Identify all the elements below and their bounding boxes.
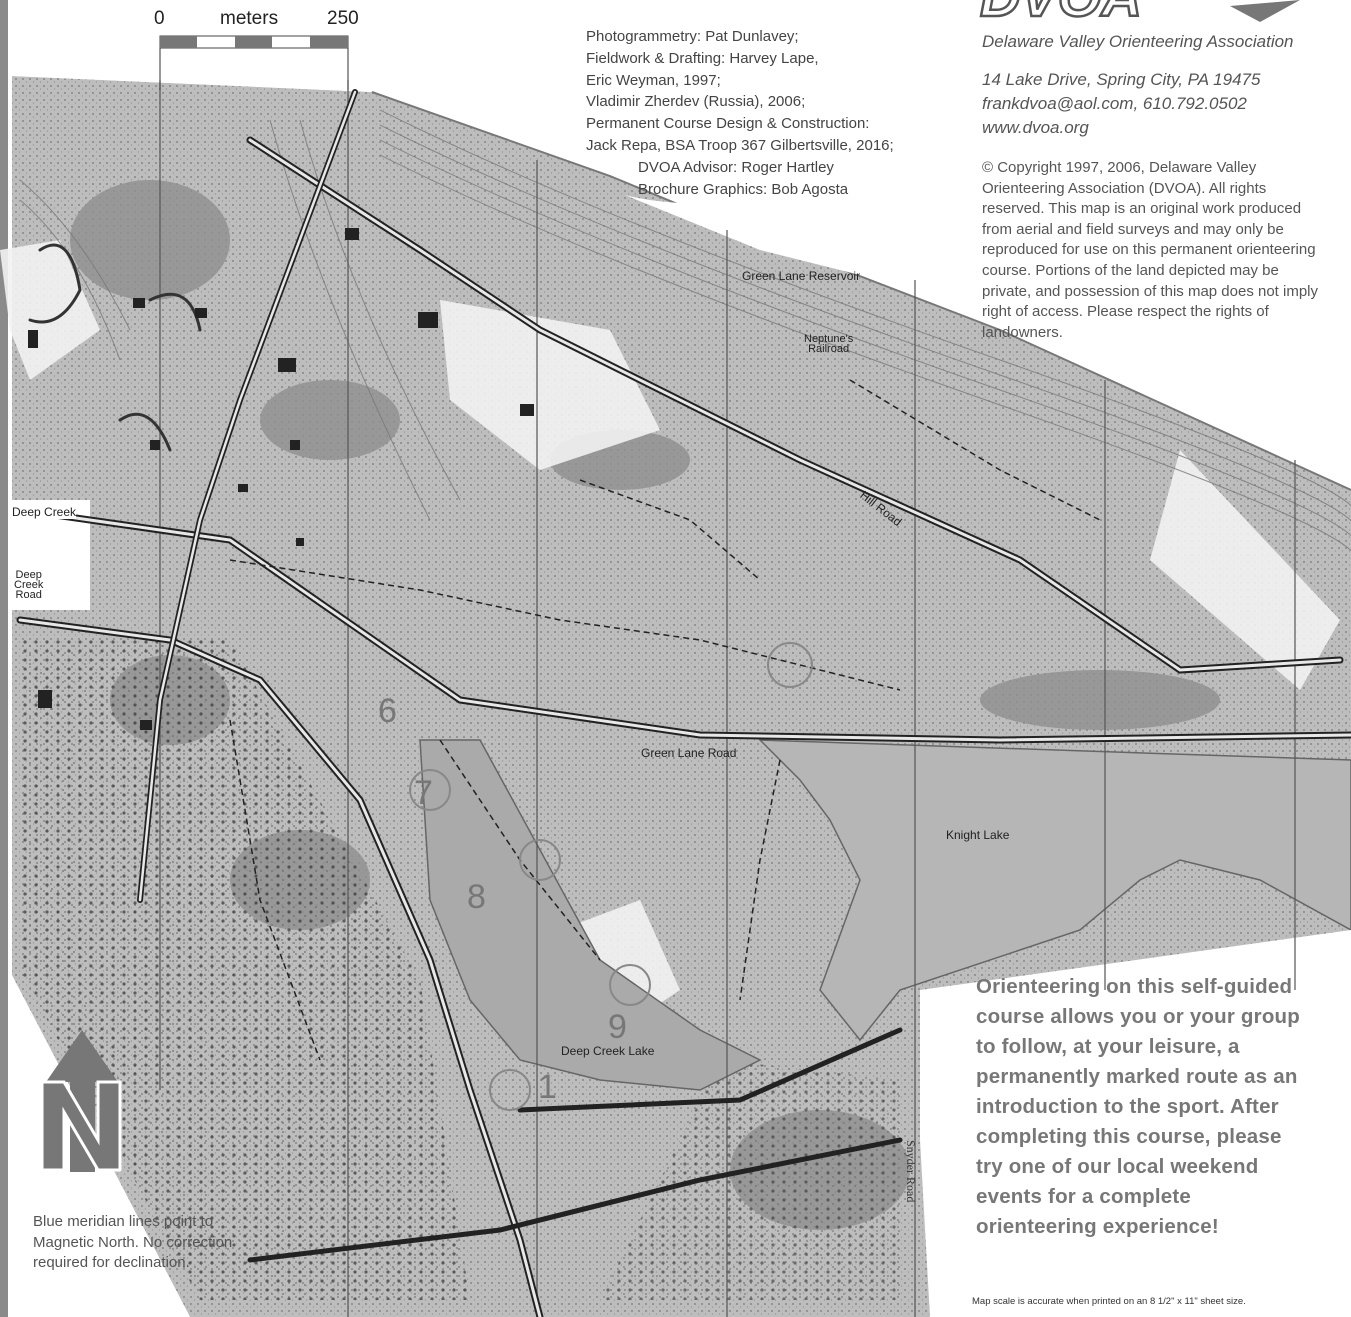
credit-line: Vladimir Zherdev (Russia), 2006; xyxy=(586,93,806,111)
label-deep-creek: Deep Creek xyxy=(12,505,77,519)
label-knight-lake: Knight Lake xyxy=(946,828,1010,842)
snyder-road xyxy=(517,1027,903,1113)
label-deep-creek-road-line3: Road xyxy=(15,589,42,601)
label-deep-creek-lake: Deep Creek Lake xyxy=(561,1044,655,1058)
meridian-note: Blue meridian lines point to Magnetic No… xyxy=(33,1213,233,1271)
organization-email-phone: frankdvoa@aol.com, 610.792.0502 xyxy=(982,94,1247,113)
control-number-9: 9 xyxy=(608,1008,627,1046)
reservoir-bay xyxy=(625,190,920,290)
knight-lake-white xyxy=(920,930,1351,1317)
credit-advisor: DVOA Advisor: Roger Hartley xyxy=(638,158,834,176)
organization-website[interactable]: www.dvoa.org xyxy=(982,118,1089,137)
north-arrow-icon xyxy=(40,1030,122,1172)
label-deep-creek-road-line1: Deep xyxy=(15,569,42,581)
roads xyxy=(16,89,1351,1317)
control-number-1: 1 xyxy=(538,1068,557,1106)
scale-bar xyxy=(159,35,349,90)
credit-line: Photogrammetry: Pat Dunlavey; xyxy=(586,28,799,45)
knight-lake xyxy=(758,739,1351,1042)
credit-line: Eric Weyman, 1997; xyxy=(586,71,721,89)
credit-line: Permanent Course Design & Construction: xyxy=(586,115,870,133)
buildings xyxy=(28,228,534,730)
scale-end-label: 250 xyxy=(327,8,359,29)
svg-text:DVOA: DVOA xyxy=(980,0,1142,28)
deep-creek-lake xyxy=(419,739,762,1091)
label-neptunes-railroad: Neptune's Railroad xyxy=(804,333,854,355)
credit-line: Jack Repa, BSA Troop 367 Gilbertsville, … xyxy=(586,136,894,154)
left-border xyxy=(0,0,8,1317)
credits-block: Photogrammetry: Pat Dunlavey; Fieldwork … xyxy=(586,26,894,200)
organization-name: Delaware Valley Orienteering Association xyxy=(982,32,1294,51)
contour-lines xyxy=(19,109,1351,565)
scale-start-label: 0 xyxy=(154,8,165,29)
dvoa-logo: DVOA xyxy=(979,0,1300,29)
organization-address: 14 Lake Drive, Spring City, PA 19475 xyxy=(982,70,1261,89)
drive-loops xyxy=(28,243,202,452)
open-areas xyxy=(0,240,1340,1030)
control-circles xyxy=(409,642,813,1111)
label-green-lane-reservoir: Green Lane Reservoir xyxy=(742,269,861,283)
label-neptunes-line2: Railroad xyxy=(808,343,850,355)
scale-unit-label: meters xyxy=(220,8,279,29)
control-number-8: 8 xyxy=(467,878,486,916)
green-lane-reservoir xyxy=(610,0,1351,490)
organization-contact: 14 Lake Drive, Spring City, PA 19475 fra… xyxy=(982,68,1260,140)
control-number-7: 7 xyxy=(414,774,433,812)
control-number-6: 6 xyxy=(378,692,397,730)
label-snyder-road: Snyder Road xyxy=(904,1140,918,1203)
south-road xyxy=(247,1137,903,1263)
credit-line: Fieldwork & Drafting: Harvey Lape, xyxy=(586,49,819,67)
copyright-notice: © Copyright 1997, 2006, Delaware Valley … xyxy=(982,159,1319,341)
meridian-lines xyxy=(159,80,1296,1317)
rocky-areas xyxy=(20,640,900,1300)
label-deep-creek-road-line2: Creek xyxy=(14,579,44,591)
credit-graphics: Brochure Graphics: Bob Agosta xyxy=(638,180,849,198)
sheet-size-note: Map scale is accurate when printed on an… xyxy=(972,1296,1246,1307)
label-neptunes-line1: Neptune's xyxy=(804,333,854,345)
label-green-lane-road: Green Lane Road xyxy=(641,746,737,760)
label-deep-creek-road: Deep Creek Road xyxy=(14,569,44,601)
promo-text: Orienteering on this self-guided course … xyxy=(976,975,1300,1238)
